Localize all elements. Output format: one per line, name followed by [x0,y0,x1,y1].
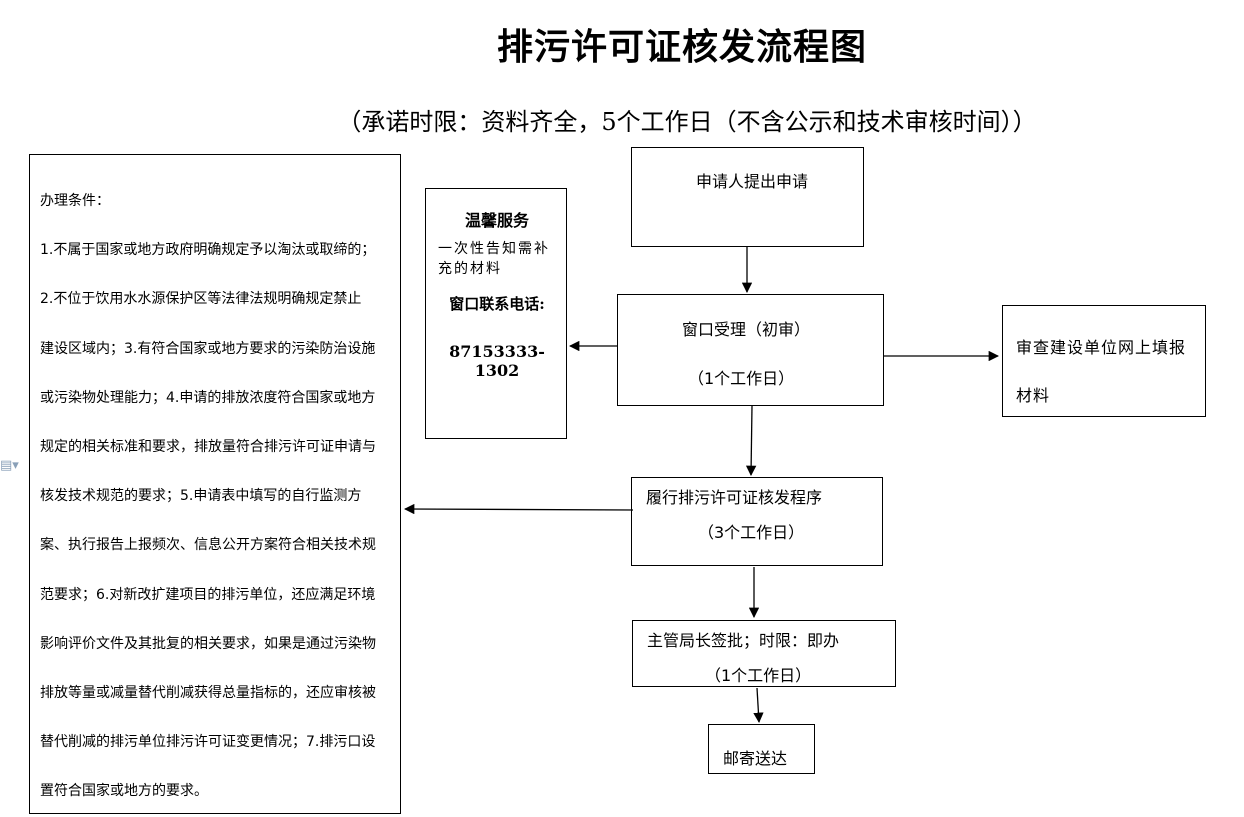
condition-line: 2.不位于饮用水水源保护区等法律法规明确规定禁止 [40,291,362,308]
phone-number: 87153333-1302 [449,342,545,380]
window-acceptance-label: 窗口受理（初审） [682,320,811,339]
apply-label: 申请人提出申请 [696,172,809,191]
condition-line: 规定的相关标准和要求，排放量符合排污许可证申请与 [40,439,376,456]
warm-service-text: 一次性告知需补充的材料 [438,241,550,277]
condition-line: 案、执行报告上报频次、信息公开方案符合相关技术规 [40,537,376,554]
approval-label: 主管局长签批；时限：即办 [647,631,840,650]
warm-service-heading: 温馨服务 [464,211,529,230]
warm-service-box: 温馨服务 一次性告知需补充的材料 窗口联系电话: 87153333-1302 [425,188,567,439]
condition-line: 置符合国家或地方的要求。 [40,783,208,800]
phone-label: 窗口联系电话: [449,295,545,313]
online-review-box: 审查建设单位网上填报材料 [1002,305,1206,417]
approval-box: 主管局长签批；时限：即办 （1个工作日） [632,620,896,687]
arrow-procedure-to-conditions [403,503,634,515]
condition-line: 范要求；6.对新改扩建项目的排污单位，还应满足环境 [40,586,376,603]
page-subtitle: （承诺时限：资料齐全，5个工作日（不含公示和技术审核时间）） [337,108,1037,136]
condition-line: 建设区域内；3.有符合国家或地方要求的污染防治设施 [40,340,376,357]
condition-line: 或污染物处理能力；4.申请的排放浓度符合国家或地方 [40,389,376,406]
condition-line: 核发技术规范的要求；5.申请表中填写的自行监测方 [40,488,362,505]
apply-box: 申请人提出申请 [631,147,864,247]
arrow-approval-to-mail [753,687,764,724]
document-icon[interactable]: ▤▾ [0,458,19,473]
procedure-duration: （3个工作日） [698,523,805,542]
condition-line: 替代削减的排污单位排污许可证变更情况；7.排污口设 [40,734,376,751]
procedure-box: 履行排污许可证核发程序 （3个工作日） [631,477,883,566]
mail-label: 邮寄送达 [723,749,788,768]
mail-box: 邮寄送达 [708,724,815,774]
conditions-box: 办理条件： 1.不属于国家或地方政府明确规定予以淘汰或取缔的； 2.不位于饮用水… [29,154,401,814]
condition-line: 1.不属于国家或地方政府明确规定予以淘汰或取缔的； [40,242,376,259]
page-title: 排污许可证核发流程图 [496,26,867,68]
procedure-label: 履行排污许可证核发程序 [646,488,823,507]
arrow-window-to-procedure [745,405,757,477]
window-acceptance-box: 窗口受理（初审） （1个工作日） [617,294,884,406]
online-review-label: 审查建设单位网上填报材料 [1016,338,1187,405]
condition-line: 办理条件： [40,193,110,209]
window-acceptance-duration: （1个工作日） [688,369,795,388]
condition-line: 影响评价文件及其批复的相关要求，如果是通过污染物 [40,635,376,652]
approval-duration: （1个工作日） [705,666,812,685]
condition-line: 排放等量或减量替代削减获得总量指标的，还应审核被 [40,685,376,702]
